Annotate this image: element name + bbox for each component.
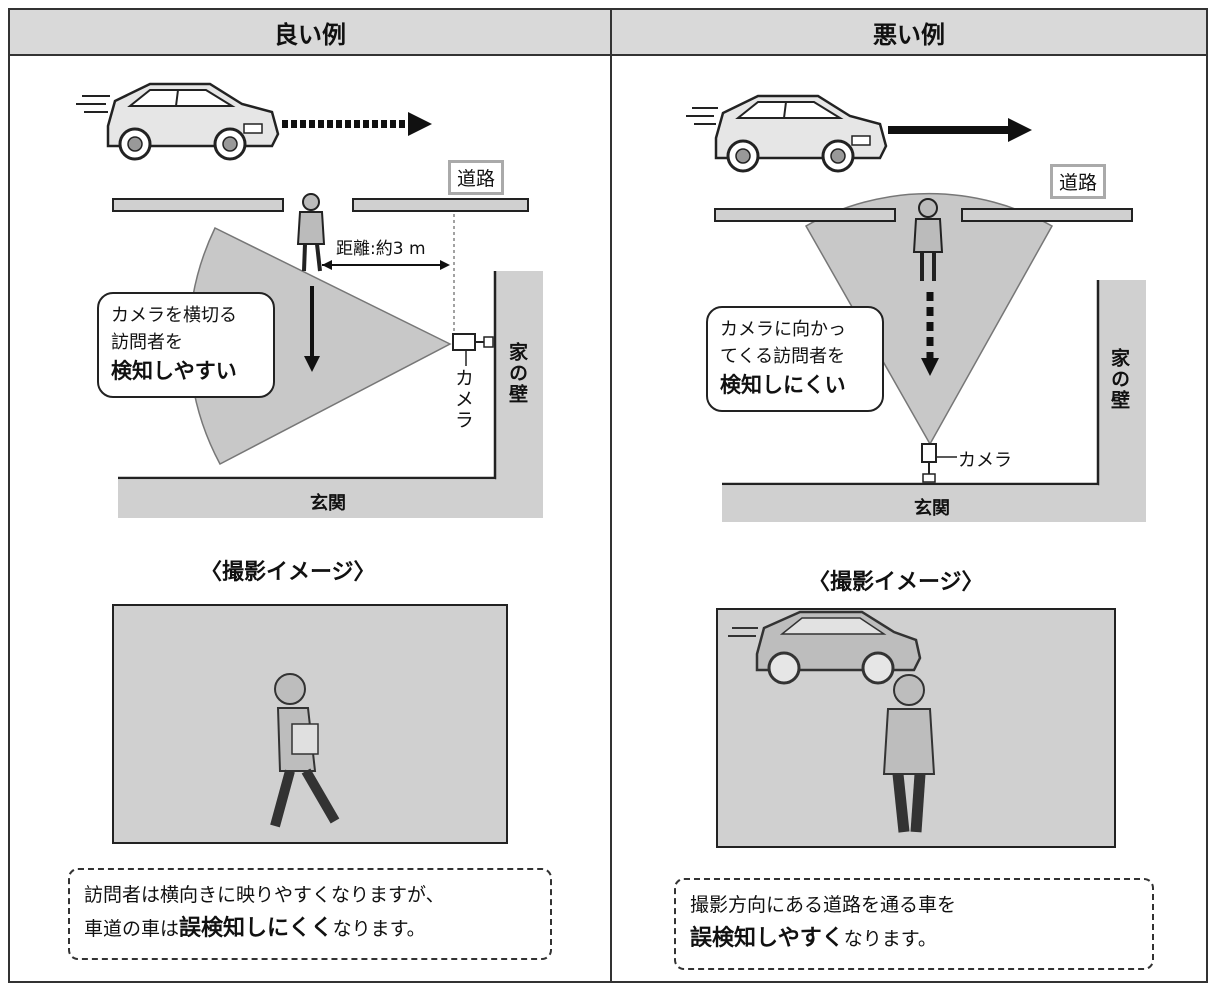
good-note-box: 訪問者は横向きに映りやすくなりますが、 車道の車は誤検知しにくくなります。 [68,868,552,960]
bad-example-panel: 道路 カメラ 家の壁 玄関 カメラに向かっ てくる訪問者を 検知しにくい 〈撮影… [612,56,1206,981]
comparison-frame [8,8,1208,983]
good-camera-icon [452,333,494,366]
good-example-panel: 道路 距離:約3 m カメラ 家の壁 玄関 カメラを横切る 訪問者を 検知しやす… [10,56,610,981]
bad-camera-icon [921,443,957,483]
bad-road-label: 道路 [1050,164,1107,199]
bad-visitor-figure [912,198,944,281]
bad-image-title: 〈撮影イメージ〉 [808,570,984,595]
good-callout-bubble: カメラを横切る 訪問者を 検知しやすい [97,292,275,398]
good-wall-label: 家の壁 [506,342,528,405]
bad-note-box: 撮影方向にある道路を通る車を 誤検知しやすくなります。 [674,878,1154,970]
good-callout-line2: 訪問者を [111,332,183,353]
bad-example-header: 悪い例 [612,10,1206,56]
bad-callout-emphasis: 検知しにくい [720,373,846,397]
bad-house-wall [1098,280,1146,522]
bad-scene-visitor-figure [882,674,936,833]
good-diagram-graphics [76,82,543,828]
good-entrance-floor [118,480,543,518]
good-callout-line1: カメラを横切る [111,305,237,326]
bad-diagram-graphics [686,94,1146,833]
good-visitor-figure [296,193,326,272]
good-scene-visitor-figure [270,673,340,828]
bad-note-line2: 誤検知しやすくなります。 [690,926,937,952]
bad-road-strip-right [961,208,1133,222]
good-entrance-label: 玄関 [310,493,346,514]
good-note-line2: 車道の車は誤検知しにくくなります。 [84,916,426,942]
bad-scene-car [728,610,922,685]
good-example-header: 良い例 [10,10,610,56]
good-note-line1: 訪問者は横向きに映りやすくなりますが、 [84,884,445,906]
good-distance-label: 距離:約3 m [336,239,426,259]
good-road-label: 道路 [448,160,505,195]
bad-wall-label: 家の壁 [1108,348,1130,411]
bad-car-illustration [686,94,888,173]
bad-note-emphasis: 誤検知しやすく [690,926,844,952]
good-camera-label: カメラ [452,368,474,431]
bad-entrance-label: 玄関 [914,498,950,519]
bad-callout-bubble: カメラに向かっ てくる訪問者を 検知しにくい [706,306,884,412]
good-note-emphasis: 誤検知しにくく [179,916,333,942]
bad-callout-line1: カメラに向かっ [720,319,846,340]
bad-entrance-floor [722,486,1146,522]
good-road-strip-left [112,198,284,212]
good-callout-emphasis: 検知しやすい [111,359,237,383]
good-car-illustration [76,82,280,161]
bad-note-line1: 撮影方向にある道路を通る車を [690,894,957,916]
good-car-arrowhead [408,112,432,136]
bad-road-strip-left [714,208,896,222]
column-divider [610,8,612,983]
good-road-strip-right [352,198,529,212]
bad-callout-line2: てくる訪問者を [720,346,846,367]
good-house-wall [495,271,543,518]
good-image-title: 〈撮影イメージ〉 [200,560,376,585]
bad-camera-label: カメラ [958,450,1012,471]
